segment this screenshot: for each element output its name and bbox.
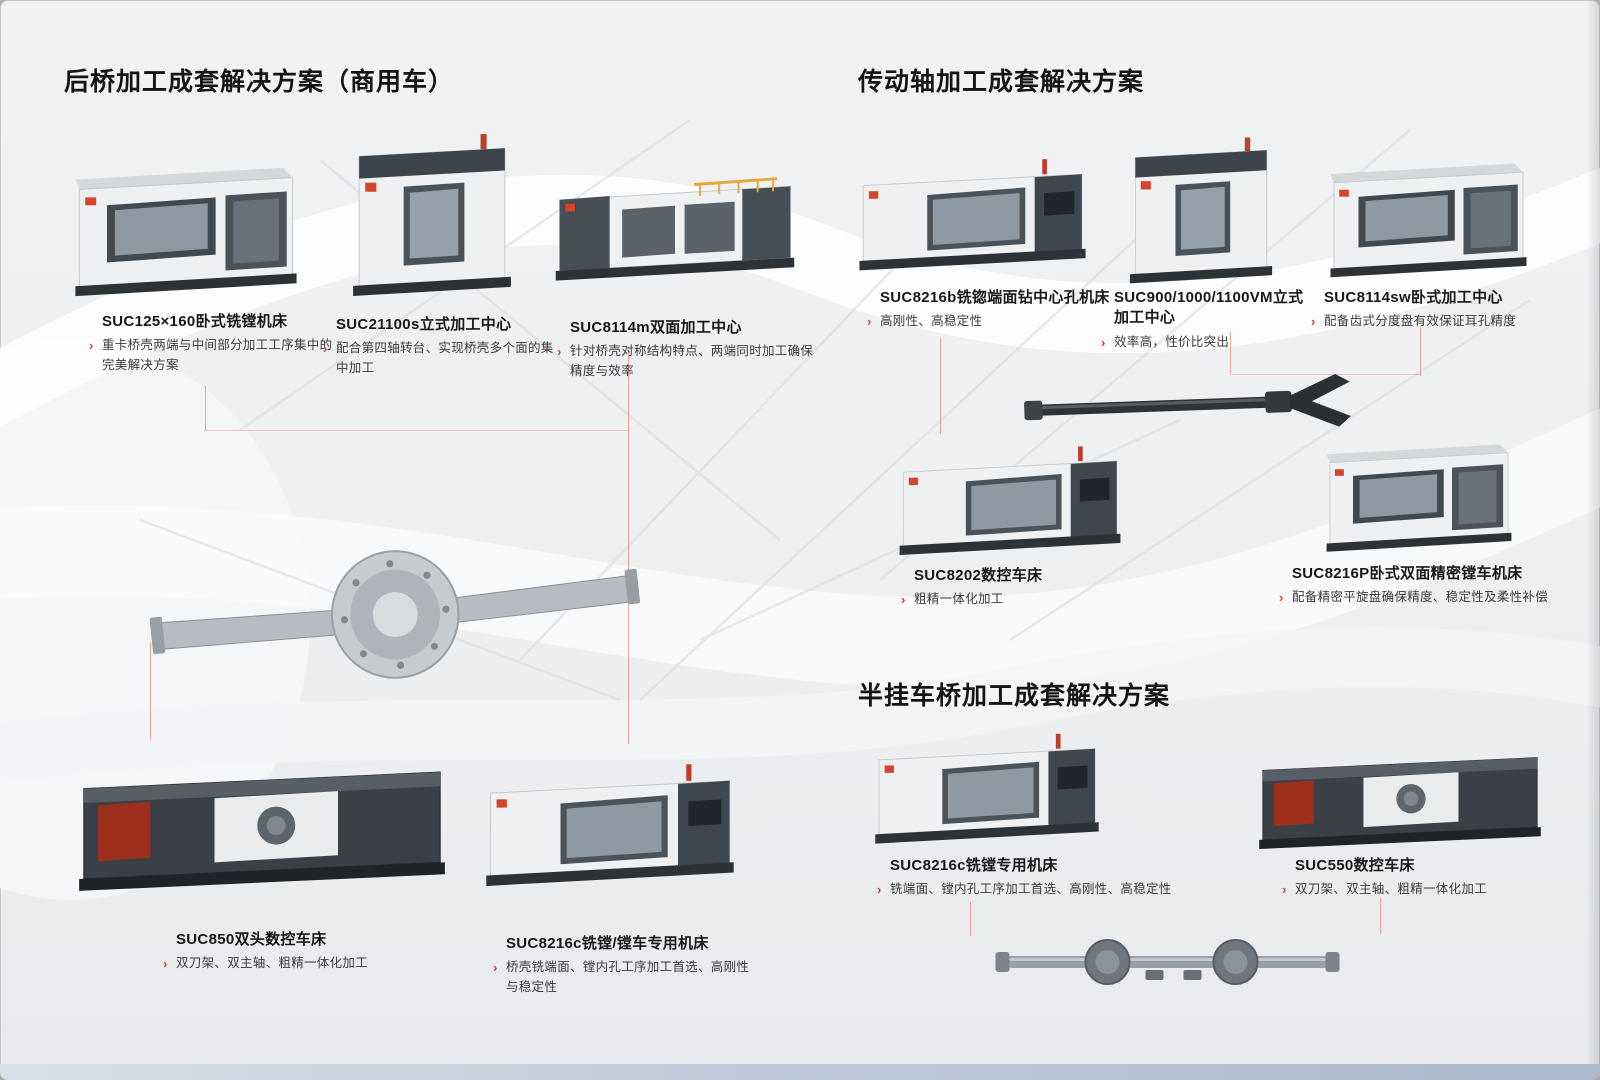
machine-name: SUC8216b铣锪端面钻中心孔机床 xyxy=(880,289,1110,306)
machine-card-suc8114sw: SUC8114sw卧式加工中心 › 配备齿式分度盘有效保证耳孔精度 xyxy=(1310,288,1569,332)
machine-card-suc850: SUC850双头数控车床 › 双刀架、双主轴、粗精一体化加工 xyxy=(162,930,446,974)
machine-image-suc850 xyxy=(72,738,452,906)
machine-name: SUC8216c铣镗/镗车专用机床 xyxy=(506,935,709,952)
machine-desc: 粗精一体化加工 xyxy=(914,592,1004,607)
machine-image-suc8114sw xyxy=(1306,146,1551,286)
section-title-semi-trailer-axle: 半挂车桥加工成套解决方案 xyxy=(858,682,1171,710)
chevron-icon: › xyxy=(323,341,328,357)
machine-desc: 双刀架、双主轴、粗精一体化加工 xyxy=(176,956,369,971)
connector-line xyxy=(940,338,941,434)
machine-image-suc8216c-boring xyxy=(476,732,744,910)
connector-line xyxy=(205,430,629,431)
machine-name: SUC8114m双面加工中心 xyxy=(570,319,742,336)
machine-image-suc8216p xyxy=(1280,428,1558,560)
chevron-icon: › xyxy=(901,592,906,608)
machine-image-suc21100s xyxy=(316,128,548,300)
machine-desc: 高刚性、高稳定性 xyxy=(880,314,983,329)
machine-name: SUC8216P卧式双面精密镗车机床 xyxy=(1292,565,1523,582)
machine-desc: 双刀架、双主轴、粗精一体化加工 xyxy=(1295,882,1488,897)
machine-card-suc550: SUC550数控车床 › 双刀架、双主轴、粗精一体化加工 xyxy=(1281,856,1585,900)
machine-desc: 重卡桥壳两端与中间部分加工工序集中的完美解决方案 xyxy=(102,338,333,372)
machine-image-suc125x160 xyxy=(62,148,310,306)
chevron-icon: › xyxy=(867,314,872,330)
machine-image-suc8216b xyxy=(850,136,1095,286)
machine-desc: 配合第四轴转台、实现桥壳多个面的集中加工 xyxy=(336,341,554,375)
chevron-icon: › xyxy=(1279,590,1284,606)
chevron-icon: › xyxy=(163,956,168,972)
footer-bar xyxy=(0,1064,1600,1080)
machine-desc: 铣端面、镗内孔工序加工首选、高刚性、高稳定性 xyxy=(890,882,1172,897)
section-title-drive-shaft: 传动轴加工成套解决方案 xyxy=(858,68,1145,96)
chevron-icon: › xyxy=(1282,882,1287,898)
chevron-icon: › xyxy=(1101,334,1106,350)
page-edge-shadow xyxy=(1586,0,1600,1080)
machine-card-suc900vm: SUC900/1000/1100VM立式加工中心 › 效率高，性价比突出 xyxy=(1100,288,1304,352)
machine-image-suc900vm xyxy=(1106,132,1296,287)
machine-card-suc125x160: SUC125×160卧式铣镗机床 ›重卡桥壳两端与中间部分加工工序集中的完美解决… xyxy=(88,312,334,375)
chevron-icon: › xyxy=(493,960,498,976)
machine-name: SUC8202数控车床 xyxy=(914,567,1043,584)
machine-image-suc550 xyxy=(1236,732,1564,860)
machine-name: SUC8216c铣镗专用机床 xyxy=(890,857,1058,874)
machine-desc: 效率高，性价比突出 xyxy=(1114,334,1230,349)
connector-line xyxy=(1420,326,1421,376)
machine-desc: 配备精密平旋盘确保精度、稳定性及柔性补偿 xyxy=(1292,590,1549,605)
connector-line xyxy=(970,902,971,936)
machine-card-suc8216c-boring: SUC8216c铣镗/镗车专用机床 › 桥壳铣端面、镗内孔工序加工首选、高刚性与稳… xyxy=(492,934,754,997)
section-title-rear-axle: 后桥加工成套解决方案（商用车） xyxy=(64,68,455,96)
chevron-icon: › xyxy=(877,882,882,898)
trailer-axle-image xyxy=(985,912,1350,1012)
machine-name: SUC21100s立式加工中心 xyxy=(336,316,512,333)
chevron-icon: › xyxy=(89,338,94,354)
machine-desc: 桥壳铣端面、镗内孔工序加工首选、高刚性与稳定性 xyxy=(506,960,750,994)
machine-card-suc8216p: SUC8216P卧式双面精密镗车机床 › 配备精密平旋盘确保精度、稳定性及柔性补偿 xyxy=(1278,564,1582,608)
machine-card-suc21100s: SUC21100s立式加工中心 ›配合第四轴转台、实现桥壳多个面的集中加工 xyxy=(322,315,564,378)
chevron-icon: › xyxy=(1311,314,1316,330)
machine-name: SUC550数控车床 xyxy=(1295,857,1415,874)
chevron-icon: › xyxy=(557,344,562,360)
machine-image-suc8216c-milling xyxy=(866,712,1108,858)
machine-name: SUC850双头数控车床 xyxy=(176,931,327,948)
machine-name: SUC125×160卧式铣镗机床 xyxy=(102,313,288,330)
machine-name: SUC8114sw卧式加工中心 xyxy=(1324,289,1503,306)
connector-line xyxy=(205,386,206,430)
machine-desc: 针对桥壳对称结构特点、两端同时加工确保精度与效率 xyxy=(570,344,814,378)
machine-card-suc8114m: SUC8114m双面加工中心 › 针对桥壳对称结构特点、两端同时加工确保精度与效率 xyxy=(556,318,814,381)
machine-card-suc8202: SUC8202数控车床 › 粗精一体化加工 xyxy=(900,566,1139,610)
machine-desc: 配备齿式分度盘有效保证耳孔精度 xyxy=(1324,314,1517,329)
machine-image-suc8114m xyxy=(550,142,800,302)
machine-card-suc8216b: SUC8216b铣锪端面钻中心孔机床 › 高刚性、高稳定性 xyxy=(866,288,1120,332)
machine-card-suc8216c-milling: SUC8216c铣镗专用机床 › 铣端面、镗内孔工序加工首选、高刚性、高稳定性 xyxy=(876,856,1200,900)
machine-name: SUC900/1000/1100VM立式加工中心 xyxy=(1114,289,1304,327)
rear-axle-housing-image xyxy=(130,474,661,751)
machine-image-suc8202 xyxy=(876,428,1144,566)
connector-line xyxy=(1380,898,1381,934)
